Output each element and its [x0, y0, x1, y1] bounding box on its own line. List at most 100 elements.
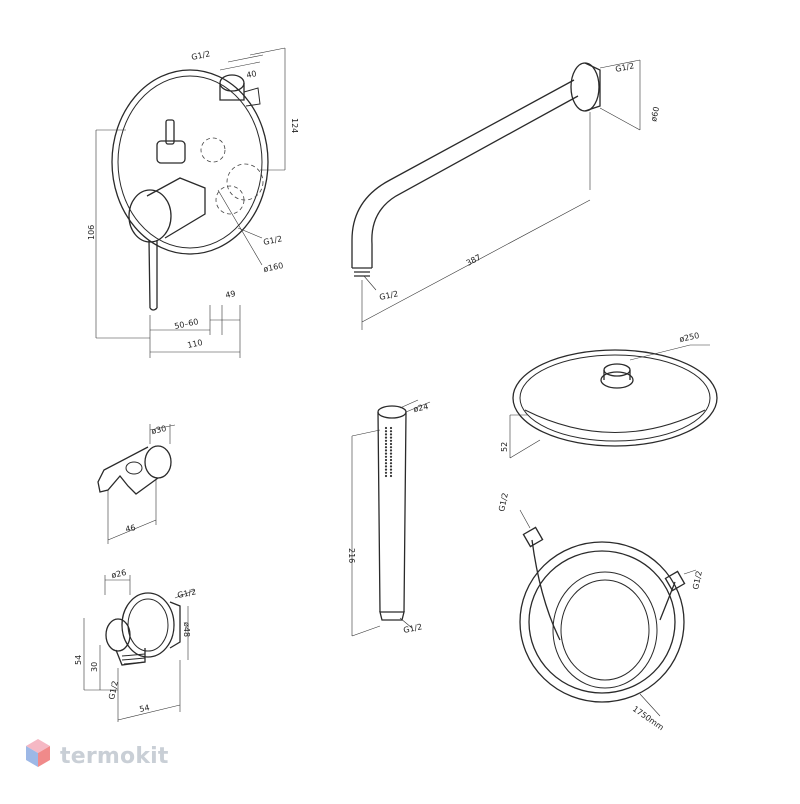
- mixer-top-connector: [219, 74, 245, 92]
- nozzle-dot: [389, 426, 393, 430]
- hand-shower-top: [377, 405, 407, 419]
- nozzle-dot: [389, 465, 393, 468]
- dim-thread-end-leader: [363, 275, 377, 291]
- nozzle-dot: [384, 458, 388, 462]
- dim-head-diameter-leader: [629, 344, 710, 361]
- hose-left-nut: [522, 526, 544, 548]
- nozzle-dot: [384, 474, 388, 478]
- nozzle-dot: [389, 430, 393, 433]
- hand-shower-body: [377, 411, 407, 613]
- arm-flange-diameter-label: ø60: [649, 106, 661, 123]
- nozzle-dot: [389, 471, 393, 474]
- elbow-flange-side: [169, 601, 181, 649]
- nozzle-dot: [389, 474, 393, 478]
- nozzle-dot: [384, 442, 388, 446]
- nozzle-dot: [389, 439, 393, 442]
- shower-head-inner-rim: [519, 354, 711, 442]
- hose-thread-right-label: G1/2: [691, 570, 704, 591]
- shower-head-drawing: ø250 52: [500, 331, 718, 459]
- dim-holder-width-line: [107, 480, 157, 544]
- dim-hose-right-leader: [683, 569, 697, 575]
- nozzle-dot: [384, 455, 388, 458]
- nozzle-dot: [384, 465, 388, 468]
- dim-hand-length-line: [351, 429, 381, 637]
- holder-diameter-label: ø30: [151, 424, 168, 436]
- holder-width-label: 46: [125, 523, 137, 534]
- shower-head-outer-rim: [512, 349, 718, 447]
- hand-diameter-label: ø24: [413, 402, 430, 414]
- nozzle-dot: [384, 462, 388, 465]
- mixer-depth-right-label: 49: [225, 289, 237, 300]
- nozzle-dot: [384, 471, 388, 474]
- elbow-width-label: 54: [139, 703, 151, 714]
- main-handle-cap: [128, 189, 172, 243]
- hose-right-end: [659, 581, 676, 621]
- nozzle-dot: [389, 452, 393, 455]
- nozzle-dot: [384, 449, 388, 452]
- elbow-wall-flange: [121, 592, 175, 658]
- elbow-flange-diameter-label: ø48: [182, 622, 191, 637]
- head-height-label: 52: [500, 442, 509, 452]
- hose-length-label: 1750mm: [631, 704, 666, 732]
- nozzle-dot: [384, 433, 388, 436]
- dim-outlet-leaders: [217, 189, 263, 266]
- mixer-drawing: G1/2 40 124 106 G1/2 ø160 50–60 49 110: [87, 47, 299, 358]
- elbow-height-inner-label: 30: [90, 662, 99, 672]
- dim-holder-diameter-line: [149, 424, 176, 444]
- holder-wall-base: [144, 445, 172, 479]
- elbow-height-total-label: 54: [74, 655, 83, 665]
- nozzle-dot: [384, 439, 388, 442]
- mixer-height-total-label: 106: [87, 225, 96, 240]
- mixer-plate-diameter-label: ø160: [263, 261, 285, 274]
- dim-right-height-line: [249, 47, 286, 171]
- main-handle-lever: [148, 239, 158, 311]
- hand-thread-label: G1/2: [403, 622, 424, 635]
- nozzle-dot: [389, 468, 393, 471]
- logo-text: termokit: [60, 743, 169, 769]
- hand-shower-thread: [379, 611, 405, 621]
- logo-hexagon-icon: [26, 739, 50, 767]
- nozzle-dot: [389, 446, 393, 449]
- arm-thread-end-label: G1/2: [379, 289, 400, 302]
- shower-arm-drawing: G1/2 ø60 387 G1/2: [351, 59, 661, 330]
- hose-inner-loop-inner: [560, 579, 650, 681]
- dim-depth-total-line: [149, 305, 241, 358]
- mixer-thread-top-label: G1/2: [191, 49, 212, 62]
- holder-drawing: ø30 46: [97, 424, 176, 544]
- nozzle-dot: [389, 442, 393, 446]
- head-diameter-label: ø250: [679, 331, 701, 344]
- dim-elbow-height-line: [83, 618, 118, 691]
- hose-left-end: [531, 539, 561, 641]
- elbow-thread: [121, 653, 146, 665]
- elbow-outlet: [105, 618, 131, 652]
- nozzle-dot: [389, 455, 393, 458]
- dim-hose-length-leader: [639, 693, 661, 717]
- elbow-drawing: ø26 G1/2 54 30 ø48 G1/2 54: [74, 568, 197, 722]
- arm-flange-side: [584, 62, 601, 112]
- nozzle-dot: [389, 433, 393, 436]
- arm-length-label: 387: [465, 253, 483, 268]
- dim-hand-diameter-line: [399, 399, 431, 413]
- dim-depth-range-line: [150, 305, 240, 335]
- nozzle-dot: [389, 462, 393, 465]
- elbow-diameter-label: ø26: [111, 568, 128, 580]
- dim-hose-left-leader: [519, 509, 531, 529]
- nozzle-dot: [384, 446, 388, 449]
- hose-right-nut: [664, 570, 686, 592]
- arm-tube-upper-edge: [351, 79, 575, 268]
- arm-wall-flange: [570, 62, 600, 112]
- nozzle-dot: [389, 436, 393, 439]
- mixer-connector-bracket: [243, 87, 261, 107]
- nozzle-dot: [384, 426, 388, 430]
- dim-height-total-line: [95, 129, 150, 339]
- hand-shower-drawing: ø24 216 G1/2: [347, 399, 431, 637]
- diverter-knob: [156, 140, 186, 164]
- nozzle-dot: [384, 452, 388, 455]
- hose-outer-loop: [519, 541, 685, 703]
- brand-logo: termokit: [24, 737, 169, 775]
- holder-cradle: [125, 461, 143, 475]
- hose-outer-loop-inner: [528, 550, 676, 694]
- nozzle-dot: [389, 449, 393, 452]
